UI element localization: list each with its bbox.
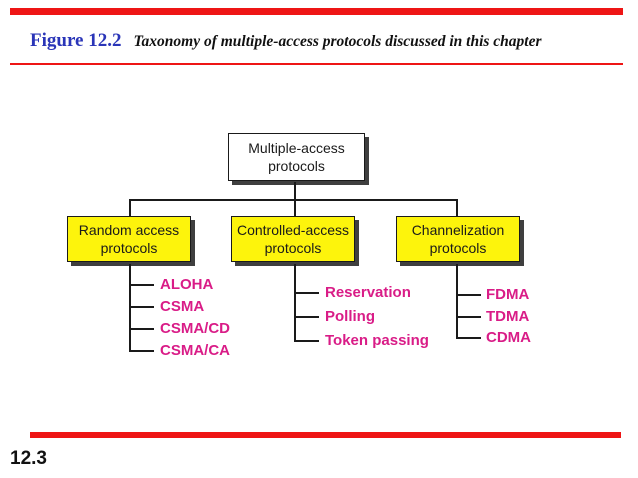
connector-stub-left xyxy=(129,199,131,217)
list-vertical-channelization xyxy=(456,264,458,339)
leaf-item-tdma: TDMA xyxy=(486,308,530,325)
group-box-controlled-access: Controlled-access protocols xyxy=(231,216,355,262)
list-tick xyxy=(295,340,319,342)
root-box-label: Multiple-access protocols xyxy=(248,139,345,174)
list-tick xyxy=(130,350,154,352)
connector-stub-middle xyxy=(294,199,296,217)
leaf-item-csma-ca: CSMA/CA xyxy=(160,342,230,359)
title-underline xyxy=(10,63,623,65)
list-tick xyxy=(130,306,154,308)
connector-root-vertical xyxy=(294,182,296,201)
list-tick xyxy=(295,316,319,318)
leaf-item-polling: Polling xyxy=(325,308,375,325)
leaf-item-token-passing: Token passing xyxy=(325,332,429,349)
list-tick xyxy=(295,292,319,294)
leaf-item-cdma: CDMA xyxy=(486,329,531,346)
leaf-item-reservation: Reservation xyxy=(325,284,411,301)
connector-stub-right xyxy=(456,199,458,217)
figure-title: Taxonomy of multiple-access protocols di… xyxy=(133,33,542,50)
list-tick xyxy=(130,328,154,330)
leaf-item-csma: CSMA xyxy=(160,298,205,315)
group-box-channelization: Channelization protocols xyxy=(396,216,520,262)
group-box-label: Random access protocols xyxy=(78,221,180,256)
figure-label: Figure 12.2 xyxy=(30,30,122,51)
connector-horizontal xyxy=(129,199,458,201)
group-box-label: Controlled-access protocols xyxy=(236,221,350,256)
leaf-item-csma-cd: CSMA/CD xyxy=(160,320,230,337)
slide-title: Figure 12.2 Taxonomy of multiple-access … xyxy=(30,30,625,52)
leaf-item-fdma: FDMA xyxy=(486,286,530,303)
list-vertical-controlled xyxy=(294,264,296,342)
top-red-bar xyxy=(10,8,623,15)
bottom-red-bar xyxy=(30,432,621,438)
list-tick xyxy=(457,316,481,318)
group-box-label: Channelization protocols xyxy=(411,221,505,256)
list-tick xyxy=(457,337,481,339)
page-number: 12.3 xyxy=(10,448,47,469)
list-tick xyxy=(457,294,481,296)
list-tick xyxy=(130,284,154,286)
group-box-random-access: Random access protocols xyxy=(67,216,191,262)
list-vertical-random xyxy=(129,264,131,352)
root-box-multiple-access: Multiple-access protocols xyxy=(228,133,365,181)
leaf-item-aloha: ALOHA xyxy=(160,276,214,293)
